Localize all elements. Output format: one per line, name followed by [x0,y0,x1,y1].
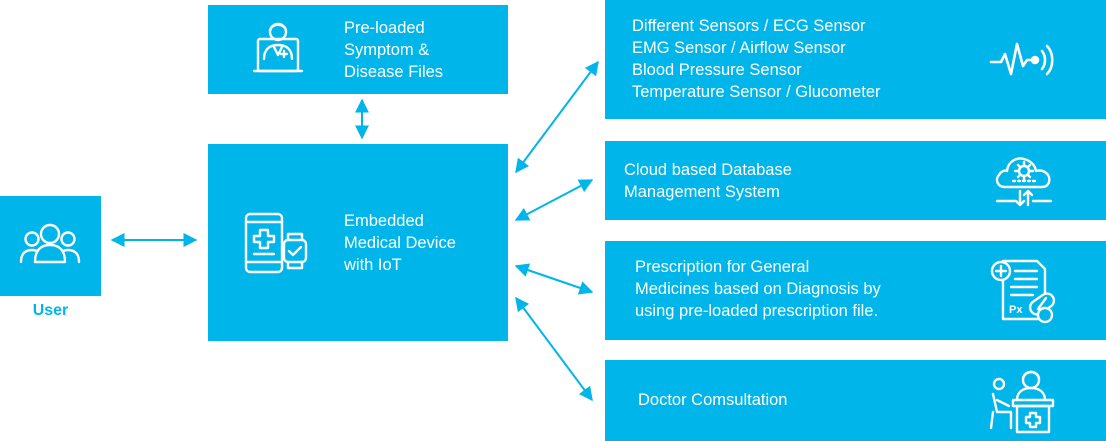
doctor-consultation-box: Doctor Comsultation [605,360,1106,441]
prescription-icon: Px [990,259,1056,324]
medical-device-text: Embedded Medical Device with IoT [344,212,456,274]
sensors-text: Different Sensors / ECG Sensor EMG Senso… [632,17,881,101]
doctor-desk-icon [989,370,1055,434]
sensors-box: Different Sensors / ECG Sensor EMG Senso… [605,0,1106,119]
prescription-box: Prescription for General Medicines based… [605,241,1106,340]
users-icon [19,223,81,264]
user-label: User [32,302,69,319]
doctor-consultation-text: Doctor Comsultation [638,391,788,409]
cloud-gear-icon [995,157,1053,207]
svg-text:Px: Px [1009,304,1023,316]
arrow-device-cloud [514,179,594,221]
cloud-database-text: Cloud based Database Management System [624,161,792,201]
arrow-device-prescription [514,263,594,295]
pulse-signal-icon [989,42,1054,76]
symptom-files-text: Pre-loaded Symptom & Disease Files [344,19,444,81]
symptom-files-box: Pre-loaded Symptom & Disease Files [208,5,508,94]
cloud-database-box: Cloud based Database Management System [605,141,1106,220]
medical-device-box: Embedded Medical Device with IoT [208,144,508,341]
doctor-screen-icon [252,22,304,73]
arrow-device-doctor [515,296,593,402]
prescription-text: Prescription for General Medicines based… [635,258,881,320]
arrow-device-sensors [515,60,599,174]
user-box [0,196,101,296]
phone-smartwatch-icon [244,212,308,274]
